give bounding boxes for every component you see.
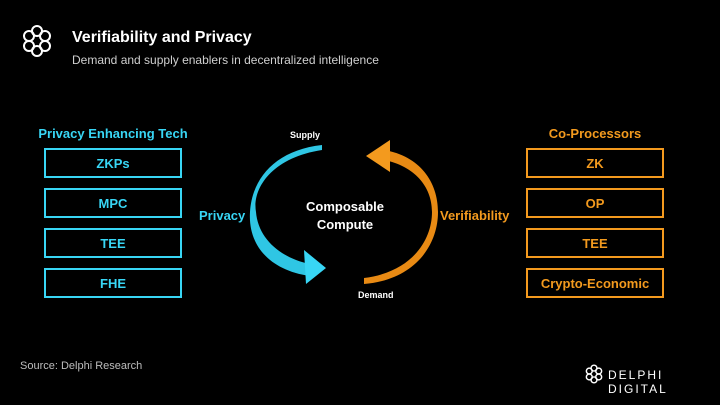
left-box-fhe: FHE — [44, 268, 182, 298]
center-line-2: Compute — [316, 217, 374, 232]
delphi-logo-icon — [23, 25, 51, 57]
demand-label: Demand — [358, 290, 394, 300]
left-box-zkps: ZKPs — [44, 148, 182, 178]
supply-label: Supply — [290, 130, 321, 140]
left-box-tee: TEE — [44, 228, 182, 258]
cyan-arrowhead — [304, 250, 326, 284]
demand-arrow-orange — [364, 150, 438, 284]
center-line-1: Composable — [305, 199, 384, 214]
privacy-label: Privacy — [199, 208, 246, 223]
delphi-brand-icon — [585, 364, 603, 384]
right-box-op: OP — [526, 188, 664, 218]
right-box-zk: ZK — [526, 148, 664, 178]
right-box-tee: TEE — [526, 228, 664, 258]
supply-arrow-cyan — [249, 145, 322, 276]
brand-wordmark: DELPHI DIGITAL — [608, 368, 668, 396]
left-box-mpc: MPC — [44, 188, 182, 218]
right-box-crypto-economic: Crypto-Economic — [526, 268, 664, 298]
left-column-heading: Privacy Enhancing Tech — [38, 126, 188, 141]
source-note: Source: Delphi Research — [20, 360, 143, 372]
page-subtitle: Demand and supply enablers in decentrali… — [72, 53, 379, 67]
page-title: Verifiability and Privacy — [72, 29, 252, 46]
verifiability-label: Verifiability — [440, 208, 510, 223]
center-label: Composable Compute — [290, 198, 400, 234]
right-column-heading: Co-Processors — [548, 126, 642, 141]
orange-arrowhead — [366, 140, 390, 172]
